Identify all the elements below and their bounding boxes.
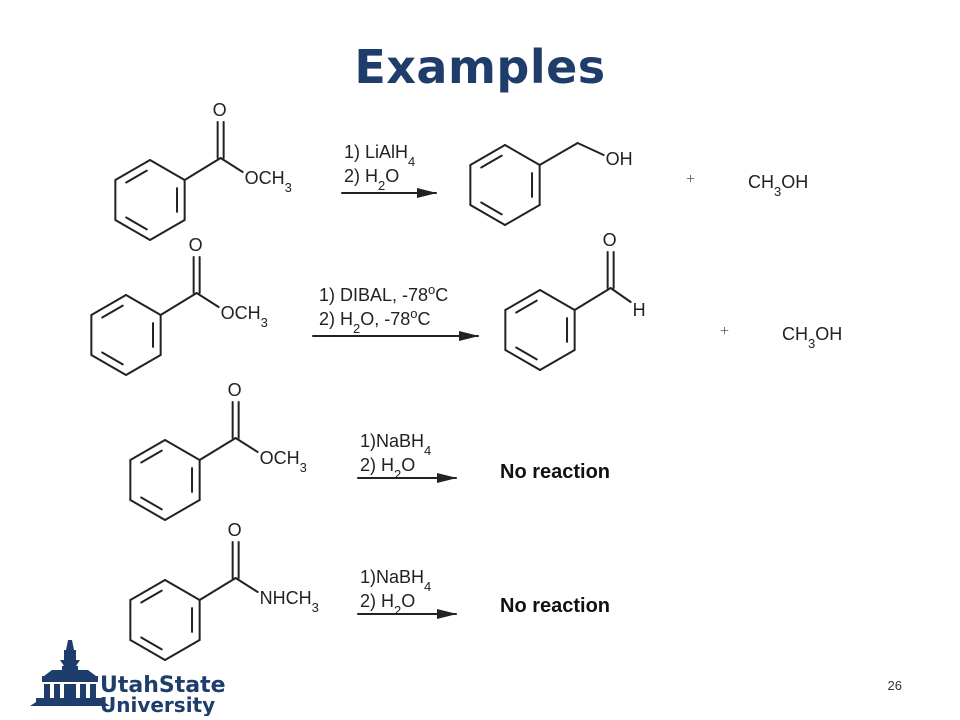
carbonyl-substituent-bond: [234, 437, 259, 453]
ring-to-carbonyl-bond: [198, 437, 237, 461]
ring-bond: [114, 219, 151, 241]
logo-line-2: University: [100, 693, 215, 716]
ring-bond: [504, 144, 541, 166]
reactant-substituent-label: OCH3: [260, 448, 307, 475]
product-group-label: H: [633, 300, 646, 320]
condition-step-2: 2) H2O: [344, 166, 399, 193]
plus-sign: +: [720, 323, 729, 340]
condition-step-2: 2) H2O, -78oC: [319, 306, 431, 336]
utah-state-university-logo: UtahState University: [30, 640, 226, 716]
benzene-ring: [469, 144, 541, 226]
carbonyl-oxygen-label: O: [189, 235, 203, 255]
ring-double-bond: [515, 346, 538, 361]
condition-step-2: 2) H2O: [360, 591, 415, 618]
ring-bond: [90, 354, 127, 376]
ring-bond: [539, 289, 576, 311]
ring-bond: [164, 639, 201, 661]
ring-to-carbonyl-bond: [573, 287, 612, 311]
carbonyl-substituent-bond: [219, 157, 244, 173]
plus-sign: +: [686, 171, 695, 188]
ring-bond: [114, 159, 151, 181]
ring-double-bond: [101, 304, 124, 319]
ring-bond: [125, 354, 162, 376]
product-group-label: OH: [606, 149, 633, 169]
carbonyl-oxygen-label: O: [603, 230, 617, 250]
condition-step-1: 1)NaBH4: [360, 431, 431, 458]
reactant-substituent-label: NHCH3: [260, 588, 319, 615]
ring-bond: [504, 204, 541, 226]
ring-bond: [469, 144, 506, 166]
logo-line-1: UtahState: [100, 673, 226, 698]
ring-to-carbonyl-bond: [159, 292, 198, 316]
slide-title: Examples: [354, 40, 606, 94]
benzene-ring: [114, 159, 186, 241]
ring-bond: [129, 439, 166, 461]
ring-bond: [164, 499, 201, 521]
reactant-substituent-label: OCH3: [221, 303, 268, 330]
carbonyl-substituent-bond: [195, 292, 220, 308]
ring-double-bond: [125, 169, 148, 184]
ring-double-bond: [480, 201, 503, 216]
byproduct-label: CH3OH: [748, 172, 808, 199]
benzene-ring: [504, 289, 576, 371]
carbonyl-substituent-bond: [234, 577, 259, 593]
ring-bond: [90, 294, 127, 316]
carbonyl-oxygen-label: O: [213, 100, 227, 120]
benzene-ring: [129, 439, 201, 521]
carbonyl-oxygen-label: O: [228, 520, 242, 540]
page-number: 26: [887, 678, 902, 693]
condition-step-2: 2) H2O: [360, 455, 415, 482]
ring-to-carbonyl-bond: [198, 577, 237, 601]
ring-bond: [149, 219, 186, 241]
ring-double-bond: [140, 496, 163, 511]
ring-to-ch2-bond: [538, 142, 579, 166]
ring-bond: [504, 349, 541, 371]
benzene-ring: [90, 294, 162, 376]
ring-bond: [469, 204, 506, 226]
old-main-building-icon: [30, 640, 110, 706]
ring-bond: [129, 579, 166, 601]
condition-step-1: 1) LiAlH4: [344, 142, 415, 169]
ring-double-bond: [101, 351, 124, 366]
condition-step-1: 1) DIBAL, -78oC: [319, 282, 448, 306]
benzene-ring: [129, 579, 201, 661]
ring-bond: [149, 159, 186, 181]
no-reaction-label: No reaction: [500, 461, 610, 483]
ring-double-bond: [140, 449, 163, 464]
ring-to-carbonyl-bond: [183, 157, 222, 181]
ring-bond: [129, 639, 166, 661]
no-reaction-label: No reaction: [500, 595, 610, 617]
reactant-substituent-label: OCH3: [245, 168, 292, 195]
ch2-to-oh-bond: [576, 142, 605, 156]
ring-bond: [129, 499, 166, 521]
ring-bond: [164, 579, 201, 601]
ring-bond: [539, 349, 576, 371]
ring-double-bond: [140, 589, 163, 604]
ring-double-bond: [480, 154, 503, 169]
ring-double-bond: [515, 299, 538, 314]
byproduct-label: CH3OH: [782, 324, 842, 351]
carbonyl-h-bond: [609, 287, 632, 303]
ring-bond: [125, 294, 162, 316]
ring-double-bond: [140, 636, 163, 651]
ring-bond: [504, 289, 541, 311]
carbonyl-oxygen-label: O: [228, 380, 242, 400]
ring-double-bond: [125, 216, 148, 231]
condition-step-1: 1)NaBH4: [360, 567, 431, 594]
ring-bond: [164, 439, 201, 461]
